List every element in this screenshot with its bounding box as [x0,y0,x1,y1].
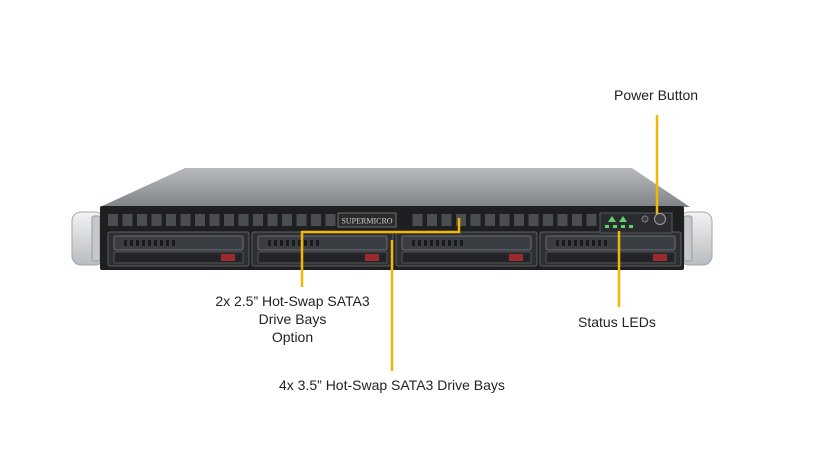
vent-slot [224,214,234,226]
label-25-line1: 2x 2.5” Hot-Swap SATA3 [215,293,370,309]
vent-slot [238,214,249,226]
vent-slot [528,214,539,226]
drive-bay-latch[interactable] [653,254,667,261]
label-25-line3: Option [271,329,314,345]
vent-slot [514,214,524,226]
drive-bays [107,231,682,267]
vent-slot [180,214,191,226]
drive-bay-latch[interactable] [509,254,523,261]
callout-25-bays [300,218,461,287]
svg-text:SUPERMICRO: SUPERMICRO [341,217,392,226]
label-status-leds: Status LEDs [578,314,656,330]
brand-logo: SUPERMICRO [337,212,397,228]
vent-slot [586,214,597,226]
label-35-drive-bays: 4x 3.5” Hot-Swap SATA3 Drive Bays [279,377,505,393]
control-panel [599,212,673,234]
status-led-icons [605,216,633,228]
left-rack-ear [71,211,105,266]
drive-bay[interactable] [251,231,394,267]
vent-slot [412,214,423,226]
drive-bay[interactable] [395,231,538,267]
drive-bay-latch[interactable] [365,254,379,261]
vent-slot [470,214,481,226]
vent-slot [485,214,495,226]
label-25-drive-bays: 2x 2.5” Hot-Swap SATA3 Drive Bays Option [190,292,395,346]
vent-slot [456,214,466,226]
vent-slot [122,214,133,226]
vent-slot [151,214,162,226]
vent-slot [557,214,568,226]
vent-slot [427,214,437,226]
vent-slot [543,214,553,226]
vent-slot [209,214,220,226]
drive-bay-latch[interactable] [221,254,235,261]
label-25-line2: Drive Bays [258,311,327,327]
chassis-top [100,168,690,207]
drive-bay[interactable] [107,231,250,267]
vent-slot [441,214,452,226]
power-button-icon [654,213,666,225]
vent-slots [108,214,597,226]
vent-slot [282,214,292,226]
drive-bay[interactable] [539,231,682,267]
vent-slot [267,214,278,226]
vent-slot [253,214,263,226]
callout-lines [300,115,659,371]
label-power-button: Power Button [614,87,699,103]
vent-slot [296,214,307,226]
right-rack-ear [679,211,713,266]
vent-slot [325,214,336,226]
vent-slot [311,214,321,226]
vent-slot [108,214,118,226]
vent-slot [572,214,582,226]
vent-slot [195,214,205,226]
vent-slot [166,214,176,226]
vent-slot [499,214,510,226]
vent-slot [137,214,147,226]
